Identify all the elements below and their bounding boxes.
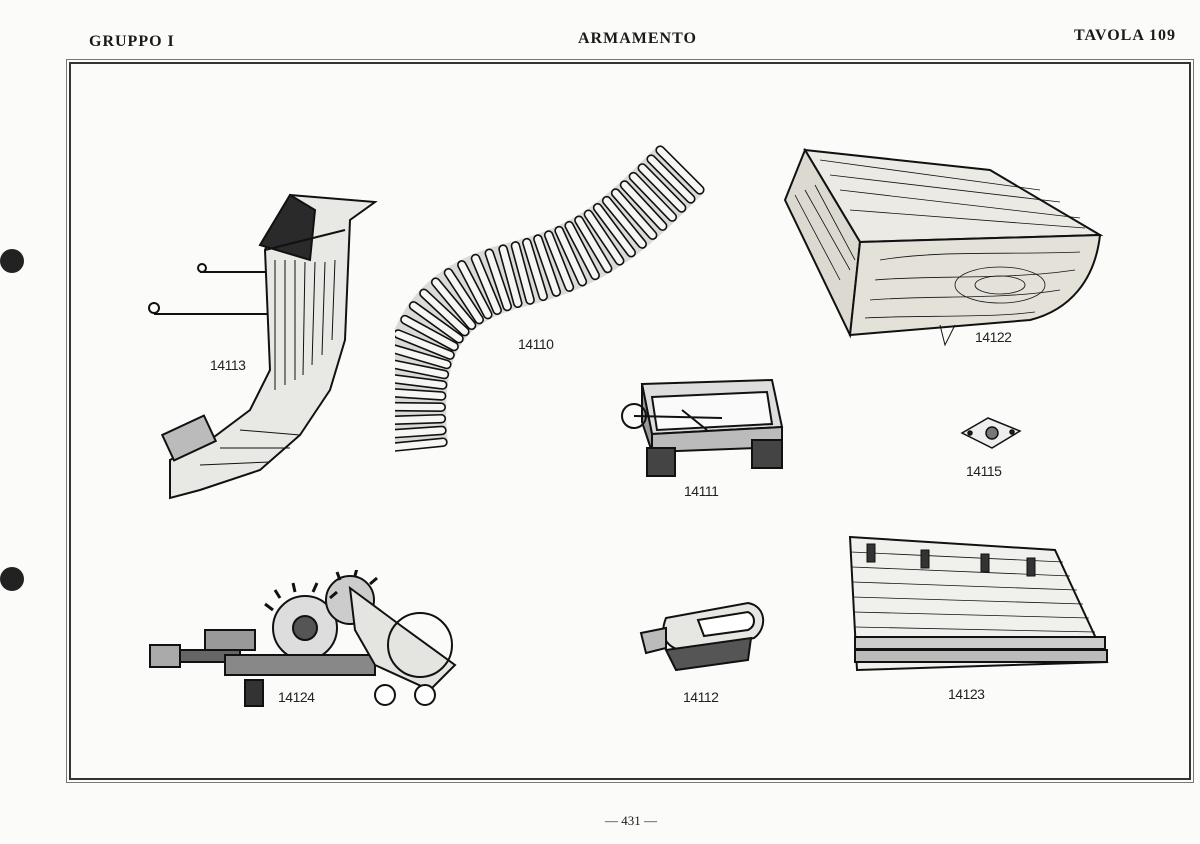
hose-rib bbox=[533, 234, 562, 297]
hose-rib bbox=[498, 244, 523, 309]
plate-frame bbox=[66, 59, 1194, 783]
hose-rib bbox=[395, 329, 455, 360]
hose-rib bbox=[574, 215, 613, 274]
hose-rib bbox=[610, 188, 658, 240]
hose-rib bbox=[543, 230, 575, 292]
figure-hinged-panel-drawing bbox=[848, 535, 1109, 672]
figure-gear-mechanism-drawing bbox=[149, 570, 457, 707]
hose-rib bbox=[395, 413, 447, 426]
hose-rib bbox=[522, 237, 548, 302]
hose-rib bbox=[395, 358, 450, 380]
figure-code-14111: 14111 bbox=[684, 483, 719, 499]
hose-rib bbox=[395, 387, 447, 401]
hose-rib bbox=[554, 225, 588, 287]
figure-wood-block-drawing bbox=[783, 147, 1104, 347]
hose-rib bbox=[395, 425, 447, 440]
binder-hole-top bbox=[0, 249, 24, 273]
figure-code-14110: 14110 bbox=[518, 336, 554, 352]
hose-rib bbox=[583, 209, 625, 266]
hose-rib bbox=[395, 343, 452, 370]
figure-code-14113: 14113 bbox=[210, 357, 246, 373]
hose-rib bbox=[637, 163, 687, 213]
binder-hole-bottom bbox=[0, 567, 24, 591]
figure-small-plate-drawing bbox=[960, 417, 1022, 449]
hose-rib bbox=[419, 288, 470, 337]
hose-rib bbox=[619, 180, 668, 231]
hose-rib bbox=[395, 401, 446, 413]
figure-code-14112: 14112 bbox=[683, 689, 719, 705]
hose-rib bbox=[408, 301, 464, 344]
hose-rib bbox=[443, 267, 485, 325]
page-number: — 431 — bbox=[605, 813, 657, 828]
figure-strap-clip-drawing bbox=[639, 601, 764, 672]
hose-rib bbox=[628, 171, 678, 222]
figure-code-14123: 14123 bbox=[948, 686, 985, 702]
figure-hose-drawing bbox=[395, 145, 705, 453]
header-plate: TAVOLA 109 bbox=[1074, 27, 1176, 44]
hose-rib bbox=[457, 260, 493, 320]
hose-rib bbox=[470, 253, 502, 315]
header-title: ARMAMENTO bbox=[578, 30, 697, 47]
hose-rib bbox=[484, 248, 512, 312]
figure-code-14122: 14122 bbox=[975, 329, 1012, 345]
hose-rib bbox=[400, 314, 459, 352]
hose-rib bbox=[395, 373, 448, 390]
hose-rib bbox=[592, 202, 636, 258]
hose-rib bbox=[655, 145, 705, 195]
figure-clamp-box-drawing bbox=[621, 378, 784, 477]
hose-rib bbox=[395, 437, 448, 453]
hose-rib bbox=[646, 154, 696, 204]
figure-code-14115: 14115 bbox=[966, 463, 1002, 479]
hose-rib bbox=[601, 195, 647, 249]
header-group: GRUPPO I bbox=[89, 33, 175, 50]
hose-rib bbox=[430, 277, 477, 331]
hose-rib bbox=[564, 220, 600, 281]
hose-rib bbox=[510, 241, 535, 305]
figure-code-14124: 14124 bbox=[278, 689, 315, 705]
figure-chute-drawing bbox=[148, 193, 378, 500]
